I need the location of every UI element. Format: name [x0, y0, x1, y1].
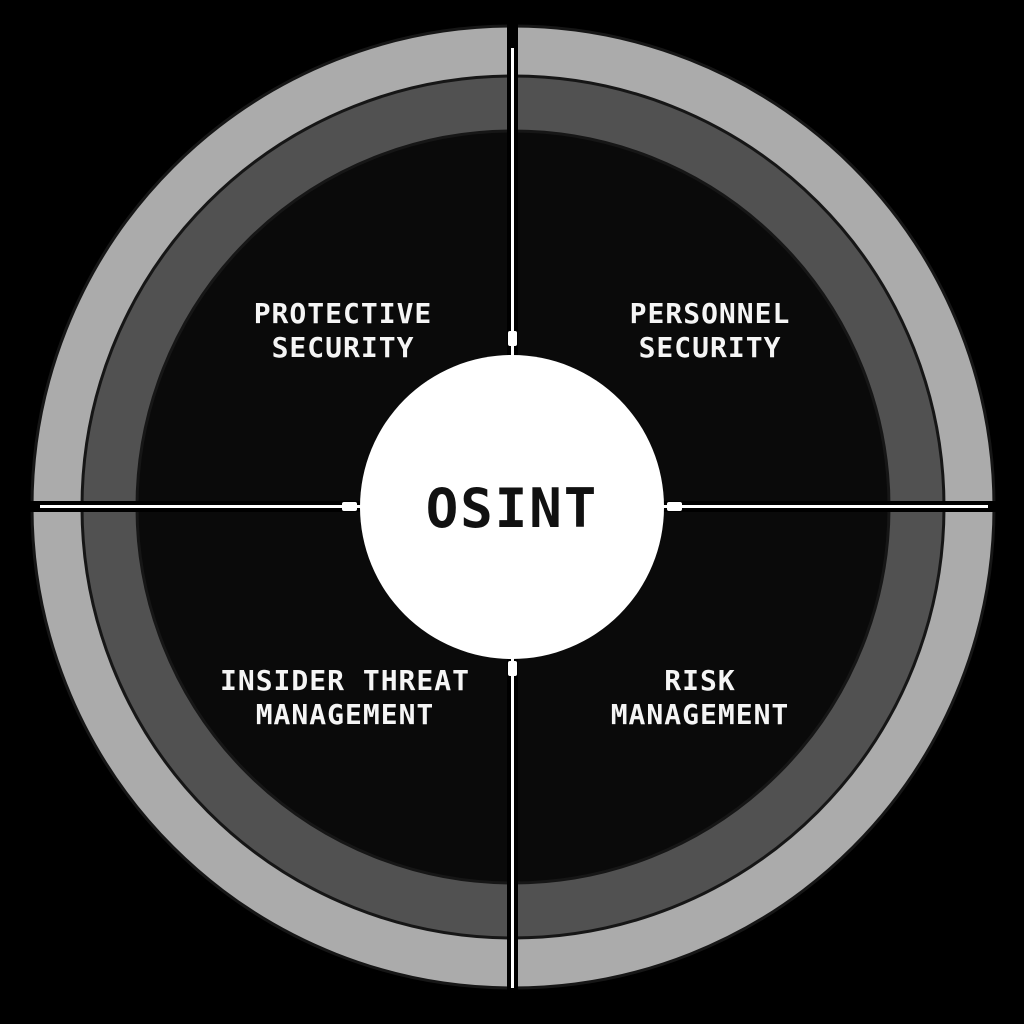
quadrant-label-line: MANAGEMENT: [611, 698, 790, 731]
quadrant-label-risk-management: RISK MANAGEMENT: [611, 664, 790, 731]
quadrant-label-protective-security: PROTECTIVE SECURITY: [254, 297, 433, 364]
center-label: OSINT: [426, 477, 599, 540]
quadrant-label-line: RISK: [664, 664, 735, 697]
quadrant-label-insider-threat-management: INSIDER THREAT MANAGEMENT: [220, 664, 470, 731]
divider-nub-bottom: [508, 661, 517, 676]
quadrant-label-line: PERSONNEL: [630, 297, 791, 330]
quadrant-label-line: INSIDER THREAT: [220, 664, 470, 697]
quadrant-label-personnel-security: PERSONNEL SECURITY: [630, 297, 791, 364]
divider-nub-right: [667, 502, 682, 511]
quadrant-label-line: SECURITY: [639, 331, 782, 364]
center-circle: [360, 355, 664, 659]
divider-nub-top: [508, 331, 517, 346]
divider-nub-left: [342, 502, 357, 511]
quadrant-label-line: PROTECTIVE: [254, 297, 433, 330]
quadrant-label-line: SECURITY: [272, 331, 415, 364]
quadrant-label-line: MANAGEMENT: [256, 698, 435, 731]
